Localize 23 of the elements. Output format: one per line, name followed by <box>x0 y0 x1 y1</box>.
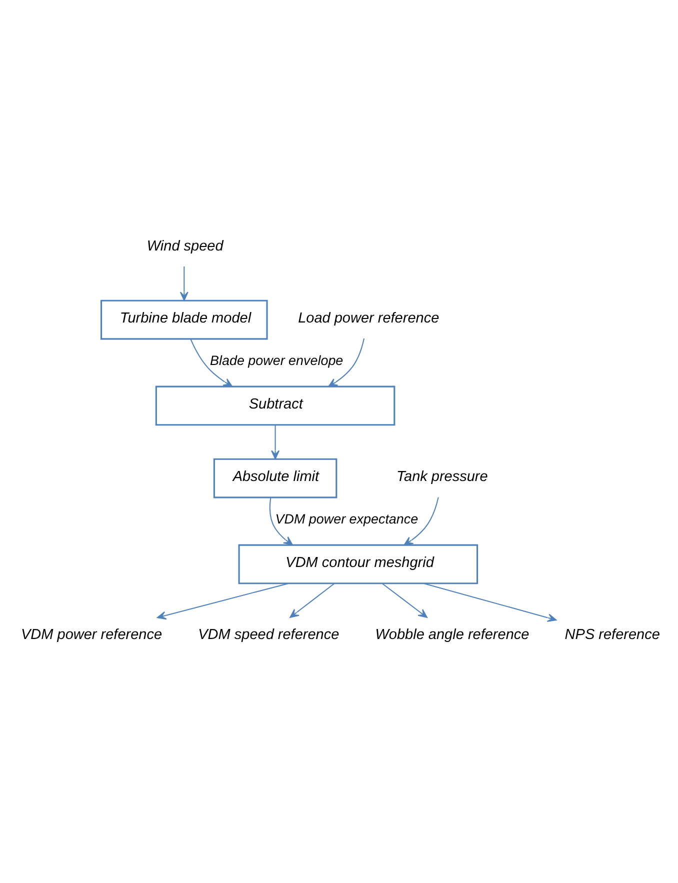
arrow <box>424 582 557 622</box>
arrow <box>180 266 188 300</box>
arrow <box>269 496 293 545</box>
node-text: Tank pressure <box>396 468 488 485</box>
node-box: Turbine blade model <box>100 299 268 340</box>
arrow <box>290 582 335 618</box>
node-text: VDM power reference <box>21 626 162 643</box>
arrow <box>404 496 439 545</box>
node-text: Wobble angle reference <box>375 626 530 643</box>
arrow <box>328 338 365 387</box>
arrow <box>271 424 280 459</box>
node-text: NPS reference <box>564 626 660 643</box>
edge-label: Blade power envelope <box>210 352 344 368</box>
arrow <box>190 338 233 386</box>
node-box: Absolute limit <box>213 458 338 498</box>
node-text: Load power reference <box>298 310 440 326</box>
node-text: VDM speed reference <box>198 626 340 643</box>
node-box: VDM contour meshgrid <box>238 544 478 584</box>
node-box: Subtract <box>155 385 396 426</box>
node-text: Wind speed <box>146 238 224 254</box>
arrow <box>382 582 428 618</box>
arrow <box>156 582 288 620</box>
edge-label: VDM power expectance <box>275 511 418 526</box>
